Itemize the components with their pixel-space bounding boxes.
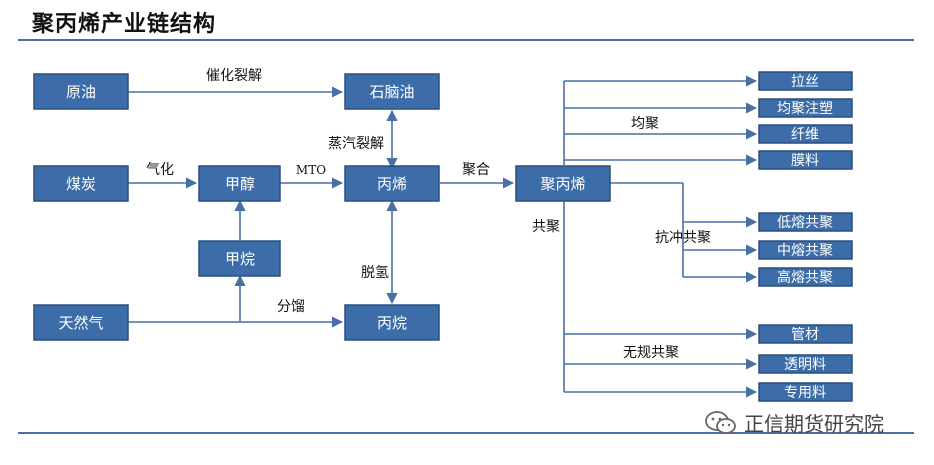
node-coal: 煤炭 xyxy=(33,165,129,202)
svg-text:丙烷: 丙烷 xyxy=(377,314,407,332)
watermark: 正信期货研究院 xyxy=(704,408,884,437)
label-gasify: 气化 xyxy=(146,162,174,178)
label-dehydrogenation: 脱氢 xyxy=(361,265,389,281)
label-copolymer: 共聚 xyxy=(532,219,560,235)
node-pp: 聚丙烯 xyxy=(515,165,611,202)
node-propane: 丙烷 xyxy=(344,304,440,341)
label-steam-cracking: 蒸汽裂解 xyxy=(328,136,384,152)
svg-text:管材: 管材 xyxy=(791,327,819,343)
label-polymerize: 聚合 xyxy=(462,162,490,178)
product-impact-mid: 中熔共聚 xyxy=(758,240,853,260)
watermark-text: 正信期货研究院 xyxy=(744,412,884,436)
svg-text:中熔共聚: 中熔共聚 xyxy=(777,243,833,259)
node-propylene: 丙烯 xyxy=(344,165,440,202)
wechat-icon xyxy=(705,410,736,434)
product-random-pipe: 管材 xyxy=(758,324,853,344)
svg-text:甲醇: 甲醇 xyxy=(225,175,255,193)
label-impact-copolymer: 抗冲共聚 xyxy=(655,230,711,246)
product-random-clear: 透明料 xyxy=(758,354,853,374)
product-impact-low: 低熔共聚 xyxy=(758,212,853,232)
svg-text:甲烷: 甲烷 xyxy=(225,250,255,268)
svg-text:专用料: 专用料 xyxy=(784,385,826,401)
svg-text:高熔共聚: 高熔共聚 xyxy=(777,269,833,286)
label-fractionation: 分馏 xyxy=(277,299,305,315)
node-gas: 天然气 xyxy=(33,304,129,341)
svg-text:透明料: 透明料 xyxy=(784,357,826,373)
product-homo-injection: 均聚注塑 xyxy=(758,98,853,118)
label-mto: MTO xyxy=(296,163,326,177)
product-homo-lasi: 拉丝 xyxy=(758,71,853,91)
svg-text:膜料: 膜料 xyxy=(791,153,819,169)
product-homo-film: 膜料 xyxy=(758,150,853,170)
svg-text:低熔共聚: 低熔共聚 xyxy=(777,215,833,231)
connectors xyxy=(128,75,758,398)
label-homopolymer: 均聚 xyxy=(631,116,659,132)
node-naphtha: 石脑油 xyxy=(344,73,440,110)
svg-text:原油: 原油 xyxy=(66,83,96,101)
top-divider xyxy=(18,39,914,41)
node-methane: 甲烷 xyxy=(198,240,281,277)
svg-text:拉丝: 拉丝 xyxy=(791,74,819,90)
bottom-divider xyxy=(18,432,914,434)
page-title: 聚丙烯产业链结构 xyxy=(32,11,217,37)
svg-text:均聚注塑: 均聚注塑 xyxy=(777,101,833,117)
product-impact-high: 高熔共聚 xyxy=(758,267,853,287)
label-catalytic-cracking: 催化裂解 xyxy=(206,68,262,84)
product-random-special: 专用料 xyxy=(758,382,853,402)
node-methanol: 甲醇 xyxy=(198,165,281,202)
label-random-copolymer: 无规共聚 xyxy=(623,345,679,361)
product-homo-fiber: 纤维 xyxy=(758,124,853,144)
svg-text:聚丙烯: 聚丙烯 xyxy=(540,175,585,193)
node-crude: 原油 xyxy=(33,73,129,110)
svg-text:丙烯: 丙烯 xyxy=(377,175,407,193)
svg-text:石脑油: 石脑油 xyxy=(369,83,414,101)
svg-text:纤维: 纤维 xyxy=(791,127,819,143)
svg-text:天然气: 天然气 xyxy=(58,314,103,332)
svg-text:煤炭: 煤炭 xyxy=(66,175,96,193)
